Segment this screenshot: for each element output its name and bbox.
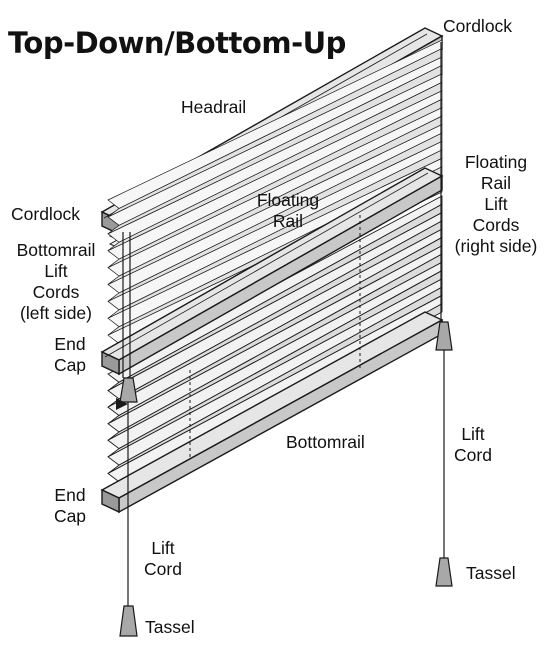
bottomrail-end-cap (101, 488, 120, 514)
fabric-pleat (107, 39, 443, 209)
label-floating-rail-right: Floating Rail Lift Cords (right side) (454, 152, 538, 256)
tassel-right-lower (435, 557, 453, 587)
floating-rail (100, 167, 444, 376)
label-bottomrail: Bottomrail (286, 432, 365, 452)
label-headrail: Headrail (181, 97, 247, 117)
tassel-right-upper (435, 321, 453, 351)
label-tassel-right: Tassel (466, 563, 516, 583)
label-end-cap-upper: End Cap (53, 334, 87, 375)
diagram-title: Top-Down/Bottom-Up (8, 26, 346, 60)
cordlock-left-pointer (116, 398, 128, 410)
left-lift-cord (122, 232, 131, 606)
label-cordlock-top: Cordlock (443, 16, 513, 36)
tassel-left-upper (119, 377, 138, 403)
label-floating-rail-center: Floating Rail (256, 190, 320, 231)
bottomrail-internal-cords (189, 215, 361, 460)
label-tassel-left: Tassel (145, 617, 195, 637)
label-end-cap-lower: End Cap (53, 485, 87, 526)
label-cordlock-left: Cordlock (11, 204, 81, 224)
floating-rail-end-cap (101, 350, 120, 376)
label-lift-cord-left: Lift Cord (144, 538, 182, 579)
label-lift-cord-right: Lift Cord (454, 424, 492, 465)
label-bottomrail-lift-cords-left: Bottomrail Lift Cords (left side) (16, 240, 96, 323)
tassel-left-lower (119, 605, 138, 637)
pleated-fabric (107, 39, 443, 491)
right-lift-cord (440, 42, 445, 560)
